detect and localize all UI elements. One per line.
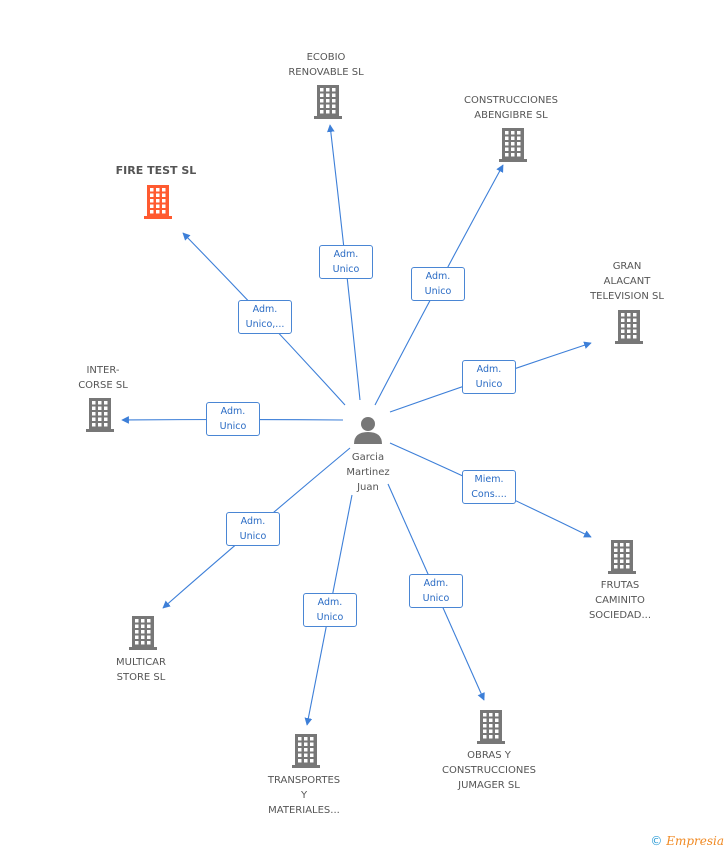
person-icon[interactable] [354,417,382,444]
edge-label-firetest[interactable]: Adm. Unico,... [238,300,292,334]
edge-label-alacant[interactable]: Adm. Unico [462,360,516,394]
edge-label-obras[interactable]: Adm. Unico [409,574,463,608]
edge-label-frutas[interactable]: Miem. Cons.... [462,470,516,504]
building-icon-abengibre[interactable] [499,128,527,162]
edge-label-abengibre[interactable]: Adm. Unico [411,267,465,301]
node-label-alacant[interactable]: GRAN ALACANT TELEVISION SL [590,261,664,302]
brand-logo: Empresia [666,834,724,848]
building-icon-transportes[interactable] [292,734,320,768]
building-icon-alacant[interactable] [615,310,643,344]
watermark: © Empresia [650,834,724,848]
node-label-firetest[interactable]: FIRE TEST SL [115,164,197,177]
edge-label-ecobio[interactable]: Adm. Unico [319,245,373,279]
node-label-intercorse[interactable]: INTER- CORSE SL [78,365,128,391]
node-label-ecobio[interactable]: ECOBIO RENOVABLE SL [288,52,364,78]
edge-label-transportes[interactable]: Adm. Unico [303,593,357,627]
node-label-abengibre[interactable]: CONSTRUCCIONES ABENGIBRE SL [464,95,558,121]
icons-layer [86,85,643,768]
node-label-obras[interactable]: OBRAS Y CONSTRUCCIONES JUMAGER SL [442,750,536,791]
building-icon-frutas[interactable] [608,540,636,574]
node-label-multicar[interactable]: MULTICAR STORE SL [116,657,166,683]
edges-layer [121,124,592,726]
building-icon-intercorse[interactable] [86,398,114,432]
copyright-icon: © [650,834,663,848]
center-person-label[interactable]: Garcia Martinez Juan [346,452,390,493]
edge-label-multicar[interactable]: Adm. Unico [226,512,280,546]
building-icon-multicar[interactable] [129,616,157,650]
building-icon-ecobio[interactable] [314,85,342,119]
node-label-frutas[interactable]: FRUTAS CAMINITO SOCIEDAD... [588,580,652,621]
building-icon-obras[interactable] [477,710,505,744]
node-label-transportes[interactable]: TRANSPORTES Y MATERIALES... [267,775,341,816]
edge-label-intercorse[interactable]: Adm. Unico [206,402,260,436]
building-icon-firetest[interactable] [144,185,172,219]
